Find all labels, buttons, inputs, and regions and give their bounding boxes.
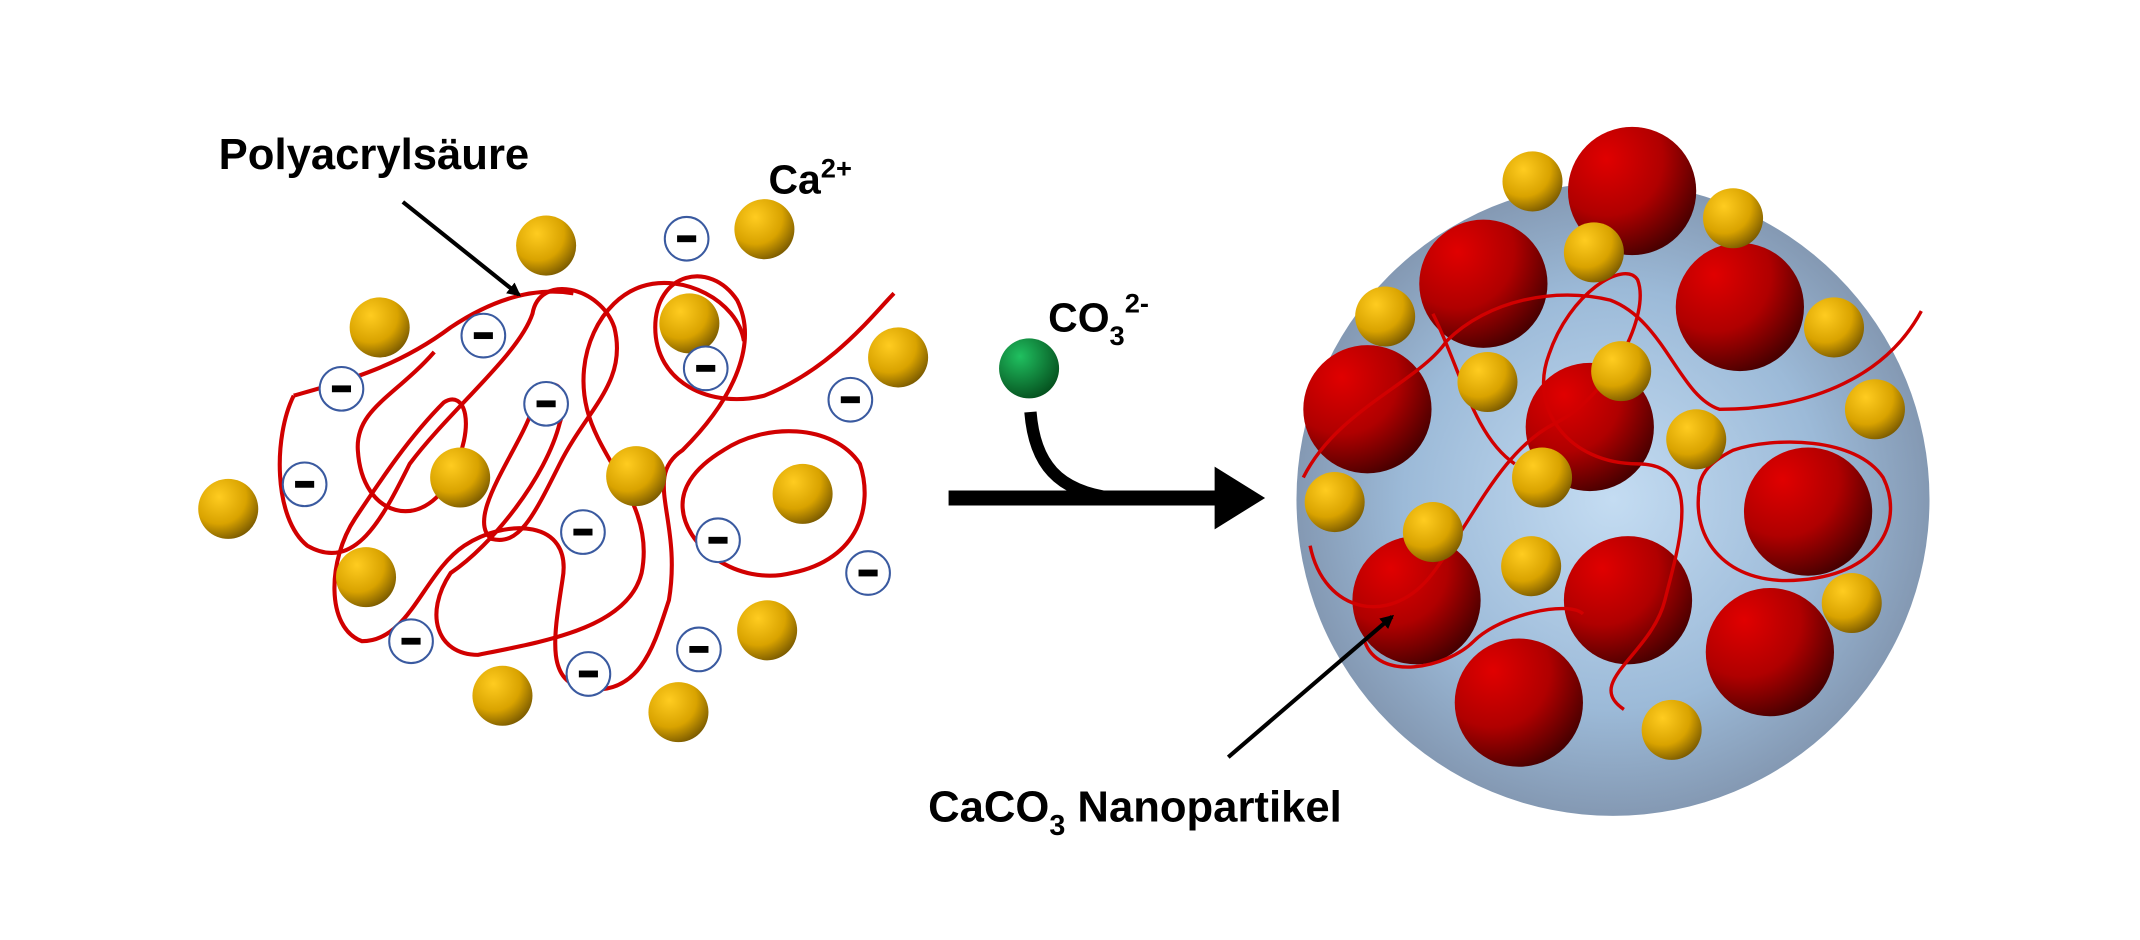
calcium-ion <box>868 327 929 388</box>
calcium-ion <box>648 682 709 743</box>
calcium-ions-right <box>1304 151 1905 760</box>
calcium-ion <box>737 600 798 661</box>
calcium-ion <box>1703 188 1764 249</box>
calcium-ion <box>1457 351 1518 413</box>
negative-charge-icon <box>318 365 365 412</box>
negative-charge-icon <box>695 517 741 564</box>
carboxylate-charges <box>281 215 891 697</box>
caco3-nanoparticle <box>1454 638 1583 767</box>
calcium-ion <box>659 293 720 354</box>
calcium-ion <box>1666 409 1727 470</box>
calcium-ion <box>430 447 491 508</box>
calcium-ion <box>1803 297 1865 358</box>
negative-charge-icon <box>682 345 729 392</box>
negative-charge-icon <box>827 376 874 423</box>
caco3-nanoparticle <box>1563 536 1693 665</box>
label-carbonate-ion: CO32- <box>1048 287 1149 351</box>
polymer-chain-right <box>1301 272 1923 711</box>
calcium-ion <box>198 478 259 539</box>
label-polyacrylsaeure: Polyacrylsäure <box>219 130 530 179</box>
calcium-ion <box>1641 699 1702 760</box>
negative-charge-icon <box>281 461 328 508</box>
calcium-ion <box>1512 447 1573 508</box>
calcium-ion <box>606 446 667 507</box>
caco3-nanoparticle <box>1352 536 1481 665</box>
calcium-ion <box>472 665 533 726</box>
caco3-nanoparticles <box>1303 126 1873 767</box>
calcium-ion <box>1502 151 1563 212</box>
negative-charge-icon <box>663 215 710 262</box>
arrow-to-polymer <box>401 200 521 297</box>
calcium-ion <box>1844 379 1905 440</box>
label-calcium-ion: Ca2+ <box>768 152 851 202</box>
calcium-ion <box>336 547 397 608</box>
carbonate-curve <box>1024 411 1114 505</box>
carbonate-ion <box>999 338 1060 399</box>
calcium-ion <box>1304 472 1365 533</box>
negative-charge-icon <box>460 312 507 359</box>
negative-charge-icon <box>676 626 722 673</box>
negative-charge-icon <box>560 509 606 555</box>
calcium-ion <box>1501 536 1562 597</box>
calcium-ion <box>1355 286 1416 347</box>
reaction-arrowhead <box>1214 466 1266 530</box>
calcium-ion <box>1821 573 1882 634</box>
calcium-ion <box>516 215 577 276</box>
caco3-nanoparticle <box>1303 345 1432 474</box>
calcium-ion <box>734 199 795 260</box>
calcium-ions-left <box>198 199 929 743</box>
caco3-nanoparticle <box>1705 588 1835 717</box>
calcium-ion <box>1402 502 1463 563</box>
calcium-ion <box>772 463 833 524</box>
calcium-ion <box>1563 222 1624 283</box>
caco3-nanoparticle <box>1675 242 1804 372</box>
negative-charge-icon <box>845 550 891 596</box>
negative-charge-icon <box>388 618 434 665</box>
negative-charge-icon <box>523 380 569 427</box>
calcium-ion <box>349 297 410 358</box>
negative-charge-icon <box>565 651 612 697</box>
label-caco3-nanopartikel: CaCO3 Nanopartikel <box>928 782 1342 842</box>
arrow-to-nanoparticle <box>1226 614 1395 759</box>
caco3-nanoparticle <box>1419 219 1548 348</box>
calcium-ion <box>1591 341 1652 402</box>
caco3-nanoparticle <box>1743 447 1873 576</box>
